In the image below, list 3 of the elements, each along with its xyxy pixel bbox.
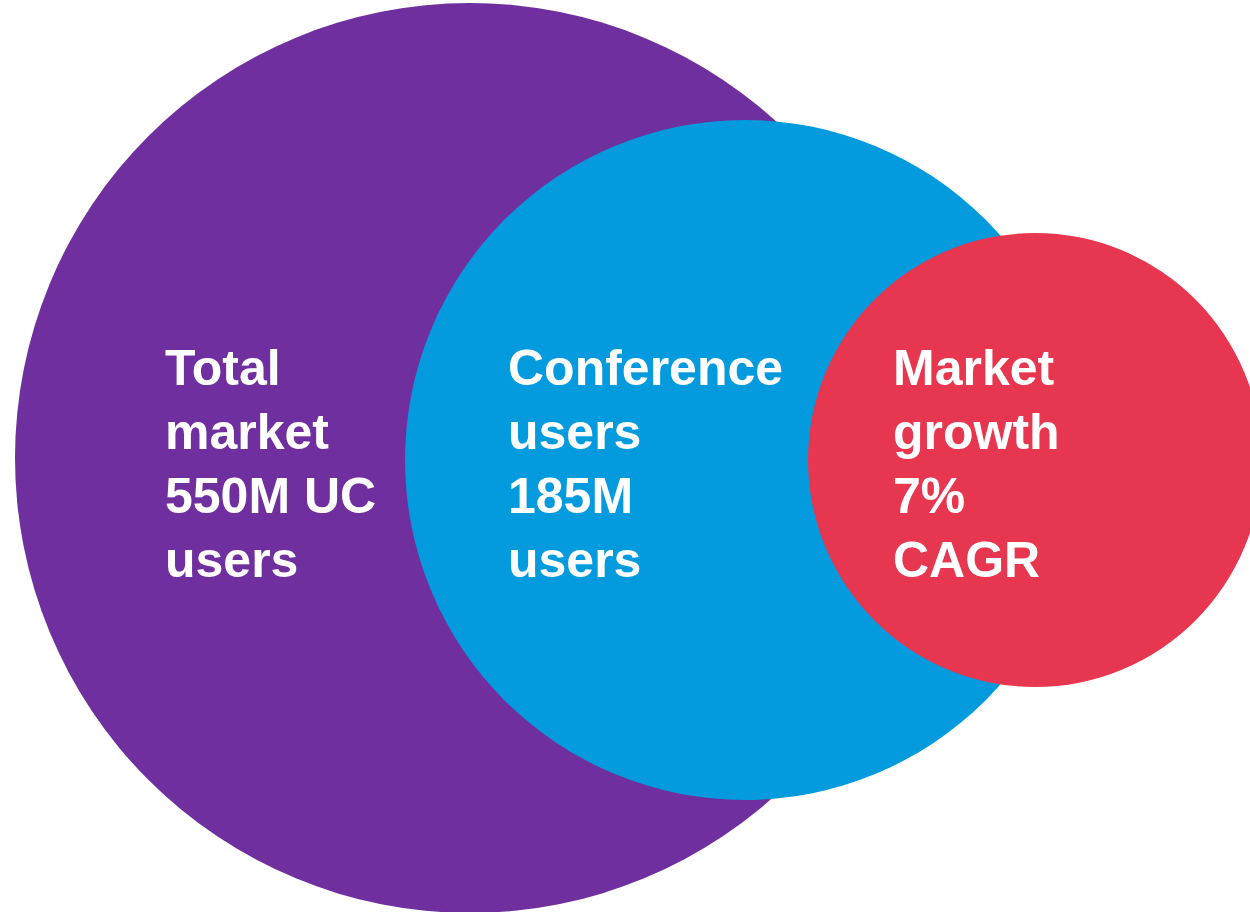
circle-label: Market growth 7% CAGR <box>893 339 1061 590</box>
circle-label: Conference users 185M users <box>508 339 785 590</box>
circle-label: Total market 550M UC users <box>165 339 378 590</box>
